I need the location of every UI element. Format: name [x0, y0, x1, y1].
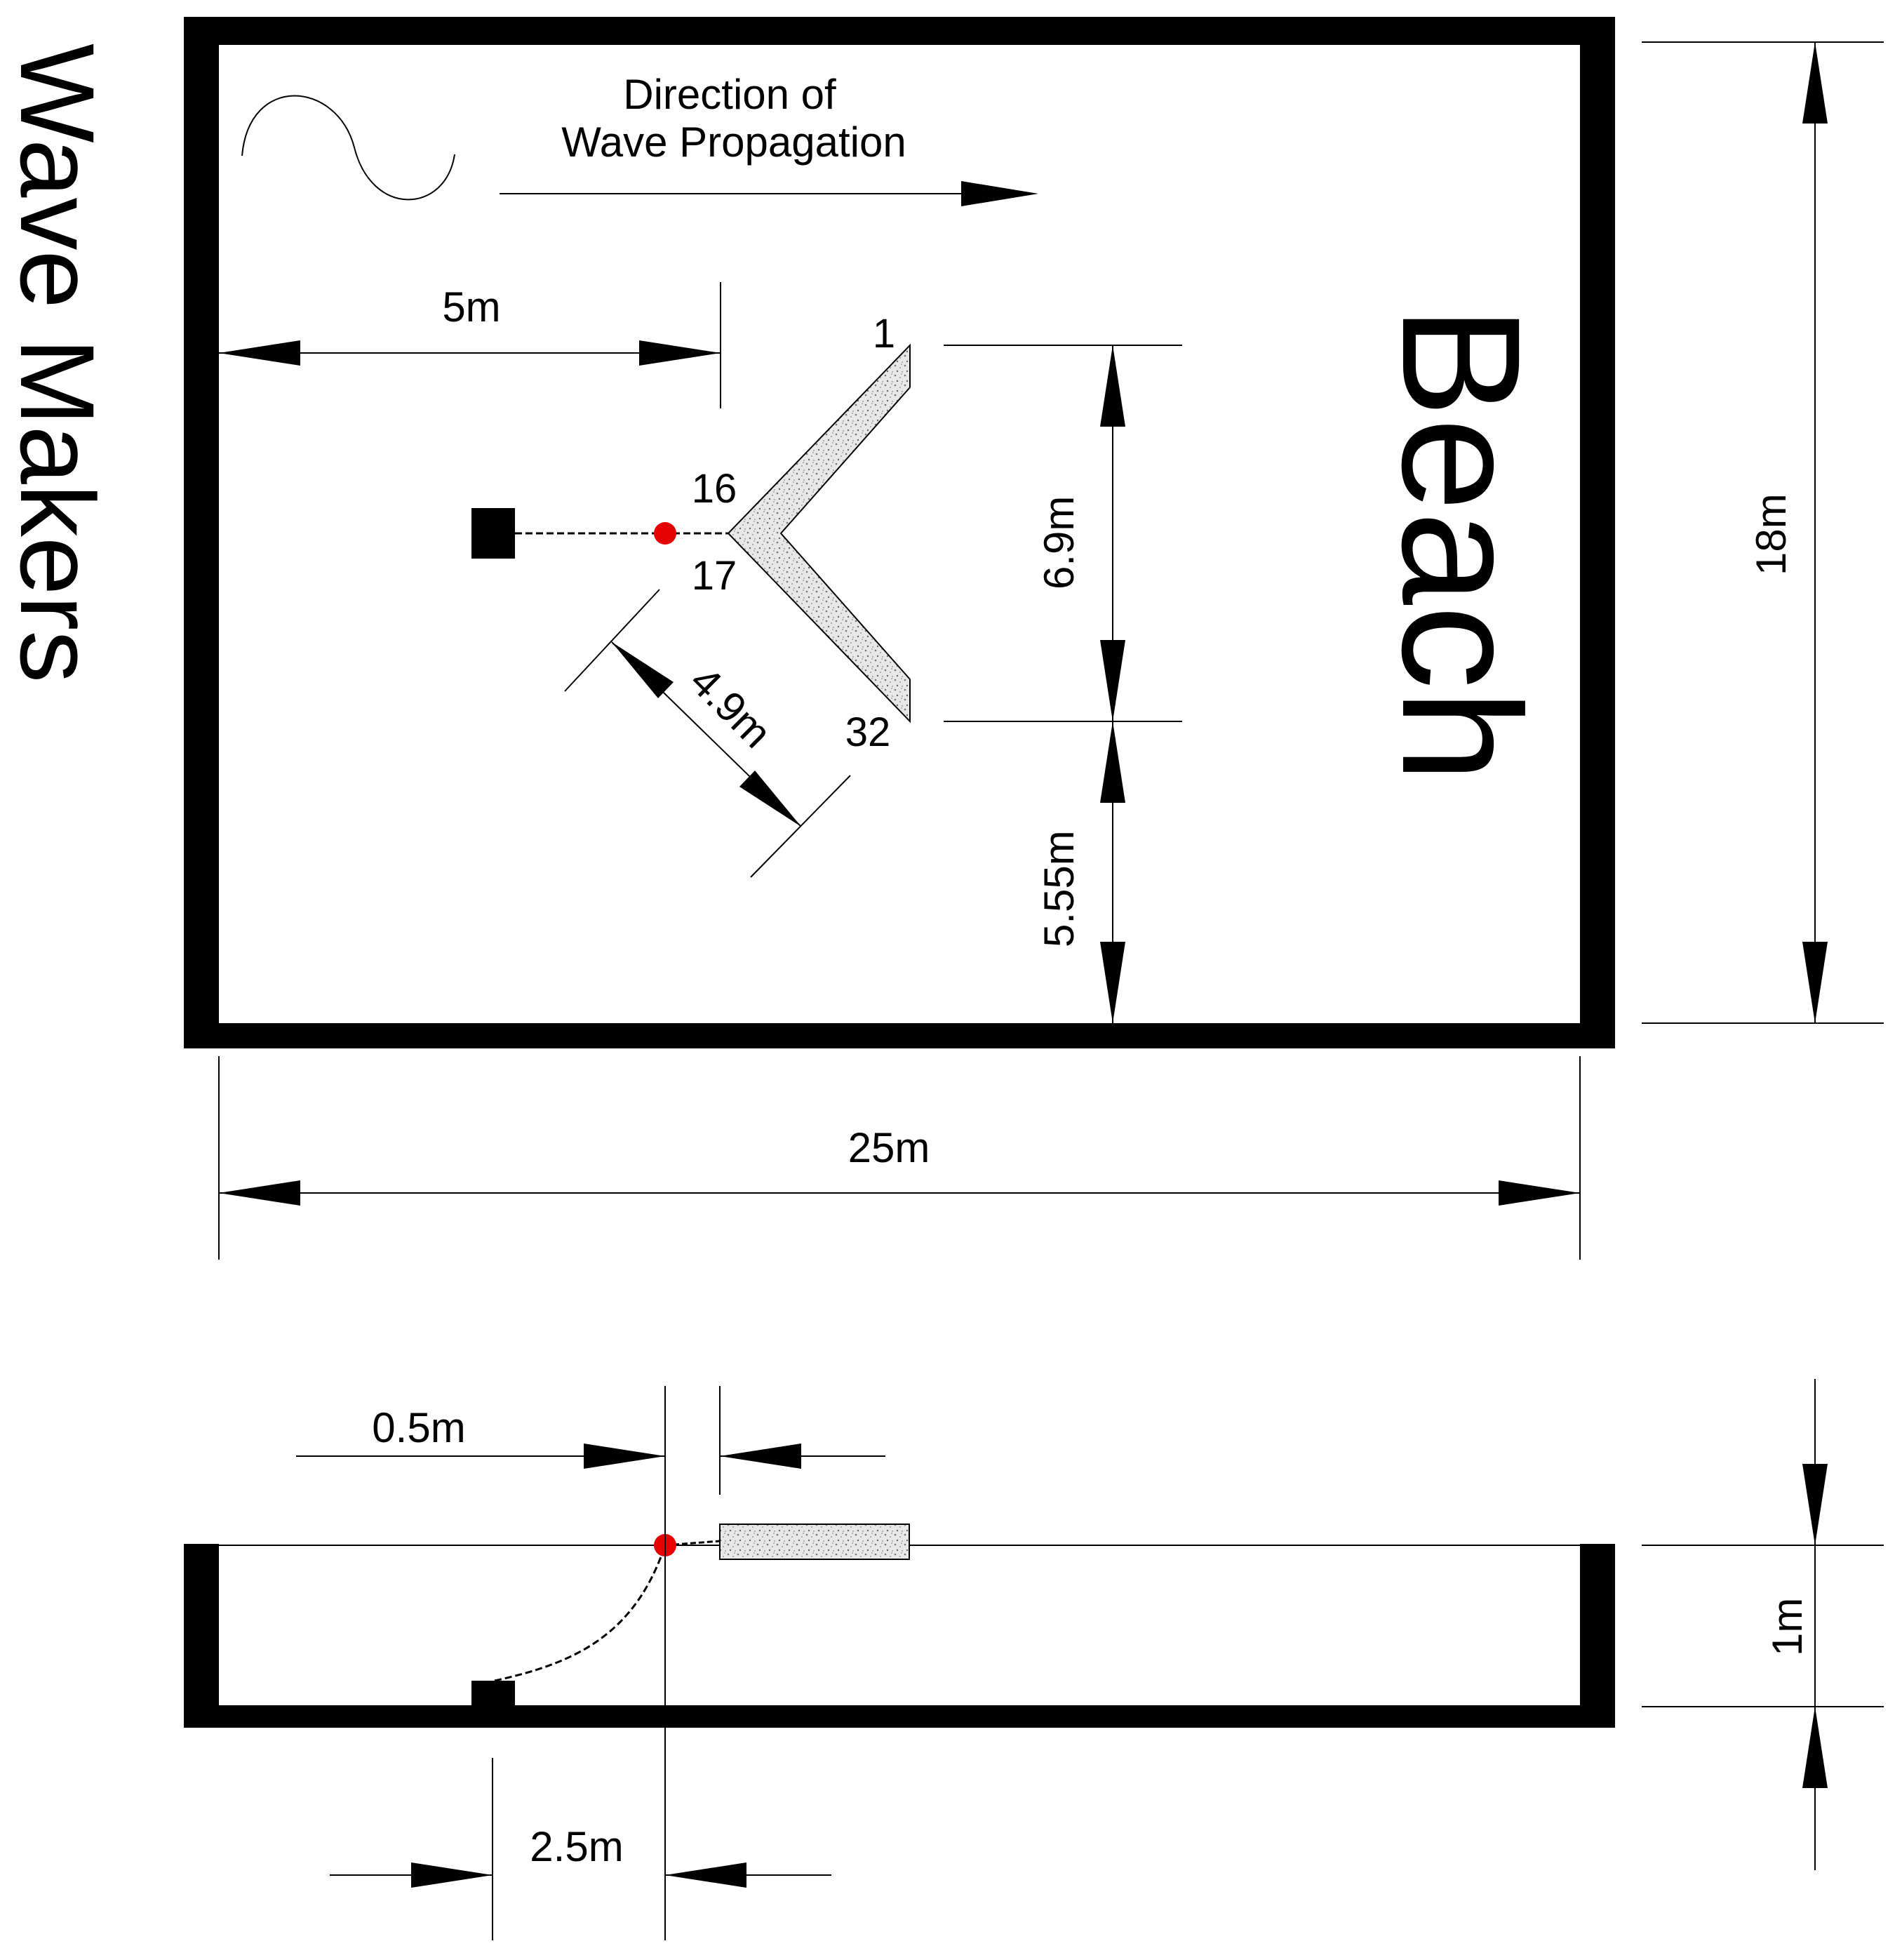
- direction-label-line1: Direction of: [623, 71, 836, 118]
- wave-symbol-icon: [241, 95, 455, 201]
- point-label-1: 1: [873, 311, 895, 356]
- anchor-block: [471, 508, 515, 559]
- dim-18m-label: 18m: [1748, 493, 1795, 575]
- dim-6-9m: [944, 345, 1182, 1023]
- propagation-arrow: [500, 181, 1038, 206]
- dim-5-55m: [1100, 721, 1125, 1023]
- direction-label-line2: Wave Propagation: [561, 119, 906, 166]
- dim-6-9m-label: 6.9m: [1036, 496, 1083, 589]
- point-label-17: 17: [692, 553, 737, 599]
- dim-5m-label: 5m: [442, 284, 500, 331]
- mooring-chain-side: [494, 1545, 667, 1682]
- plan-basin-walls: [184, 17, 1615, 1048]
- side-tank-walls: [184, 1544, 1615, 1728]
- wave-makers-label: Wave Makers: [0, 44, 116, 683]
- beach-label: Beach: [1367, 305, 1555, 783]
- dim-2-5m-label: 2.5m: [530, 1823, 623, 1870]
- dim-0-5m: [296, 1386, 885, 1940]
- dim-5m: [219, 282, 721, 408]
- structure-side: [719, 1524, 910, 1560]
- dim-5-55m-label: 5.55m: [1036, 830, 1083, 947]
- dim-4-9m: [564, 589, 851, 878]
- dim-18m: [1642, 41, 1884, 1024]
- dim-25m: [218, 1056, 1581, 1260]
- side-view: 0.5m 2.5m 1m: [184, 1379, 1884, 1940]
- point-label-32: 32: [845, 709, 891, 755]
- v-structure: [727, 343, 911, 724]
- dim-25m-label: 25m: [848, 1124, 930, 1171]
- dim-0-5m-label: 0.5m: [372, 1404, 465, 1451]
- point-label-16: 16: [692, 466, 737, 512]
- anchor-block-side: [471, 1681, 515, 1709]
- dim-4-9m-label: 4.9m: [681, 658, 781, 757]
- dim-1m-label: 1m: [1764, 1598, 1811, 1656]
- dim-1m: [1642, 1379, 1884, 1870]
- dim-2-5m: [330, 1758, 831, 1940]
- plan-view: Direction of Wave Propagation Wave Maker…: [0, 17, 1884, 1260]
- mooring-point: [654, 522, 676, 545]
